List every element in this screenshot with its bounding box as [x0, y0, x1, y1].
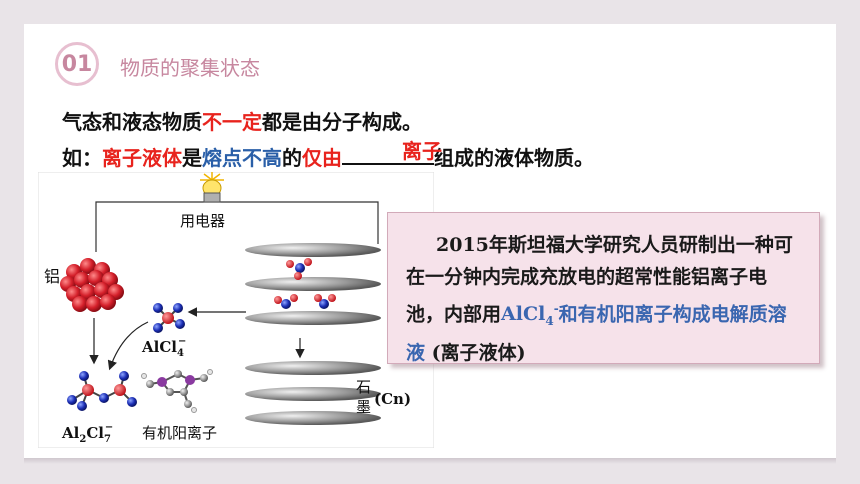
line1-text-b: 都是由分子构成。	[262, 110, 422, 134]
alcl4-label: AlCl4−	[141, 336, 186, 359]
circuit-wire	[95, 201, 379, 252]
statement-line-2: 如：离子液体是熔点不高的仅由 组成的液体物质。	[62, 142, 594, 171]
line2-suffix: 组成的液体物质。	[434, 146, 594, 170]
graphite-layers	[245, 243, 381, 425]
fill-in-blank	[342, 145, 434, 165]
section-title: 物质的聚集状态	[120, 56, 260, 80]
slide-shadow	[24, 458, 836, 464]
al2cl7-label: Al2Cl7−	[61, 422, 113, 445]
line2-term: 离子液体	[102, 146, 182, 170]
cation-label: 有机阳离子	[142, 424, 217, 442]
graphite-formula: (Cn)	[374, 390, 411, 408]
appliance-label: 用电器	[180, 212, 225, 230]
line2-is: 是	[182, 146, 202, 170]
line2-property: 熔点不高	[202, 146, 282, 170]
graphite-label-2: 墨	[356, 398, 371, 416]
statement-line-1: 气态和液态物质不一定都是由分子构成。	[62, 106, 422, 135]
alcl4-molecule	[153, 303, 185, 333]
callout-formula: AlCl4-	[501, 302, 559, 329]
intercalated-anions	[274, 258, 336, 309]
callout-highlight: 和有机阳离子构成电解质溶液	[406, 303, 787, 365]
graphite-label-1: 石	[356, 378, 371, 396]
line1-text-a: 气态和液态物质	[62, 110, 202, 134]
aluminum-label: 铝	[44, 267, 60, 286]
line2-of: 的	[282, 146, 302, 170]
al2cl7-molecule	[67, 371, 137, 411]
aluminum-electrode	[60, 258, 124, 312]
organic-cation-molecule	[141, 369, 213, 413]
section-number-badge: 01	[55, 42, 99, 86]
info-callout: 2015年斯坦福大学研究人员研制出一种可在一分钟内完成充放电的超常性能铝离子电池…	[387, 212, 820, 364]
callout-text-end: (离子液体)	[425, 342, 526, 365]
line2-prefix: 如：	[62, 146, 102, 170]
bulb-icon	[200, 172, 224, 203]
arrow-anion-to-dimer	[107, 321, 149, 371]
callout-text: 2015年斯坦福大学研究人员研制出一种可在一分钟内完成充放电的超常性能铝离子电池…	[406, 234, 793, 326]
blank-answer: 离子	[402, 139, 442, 163]
line1-highlight: 不一定	[202, 110, 262, 134]
battery-diagram: 用电器 铝	[38, 172, 434, 448]
line2-only-by: 仅由	[302, 146, 342, 170]
